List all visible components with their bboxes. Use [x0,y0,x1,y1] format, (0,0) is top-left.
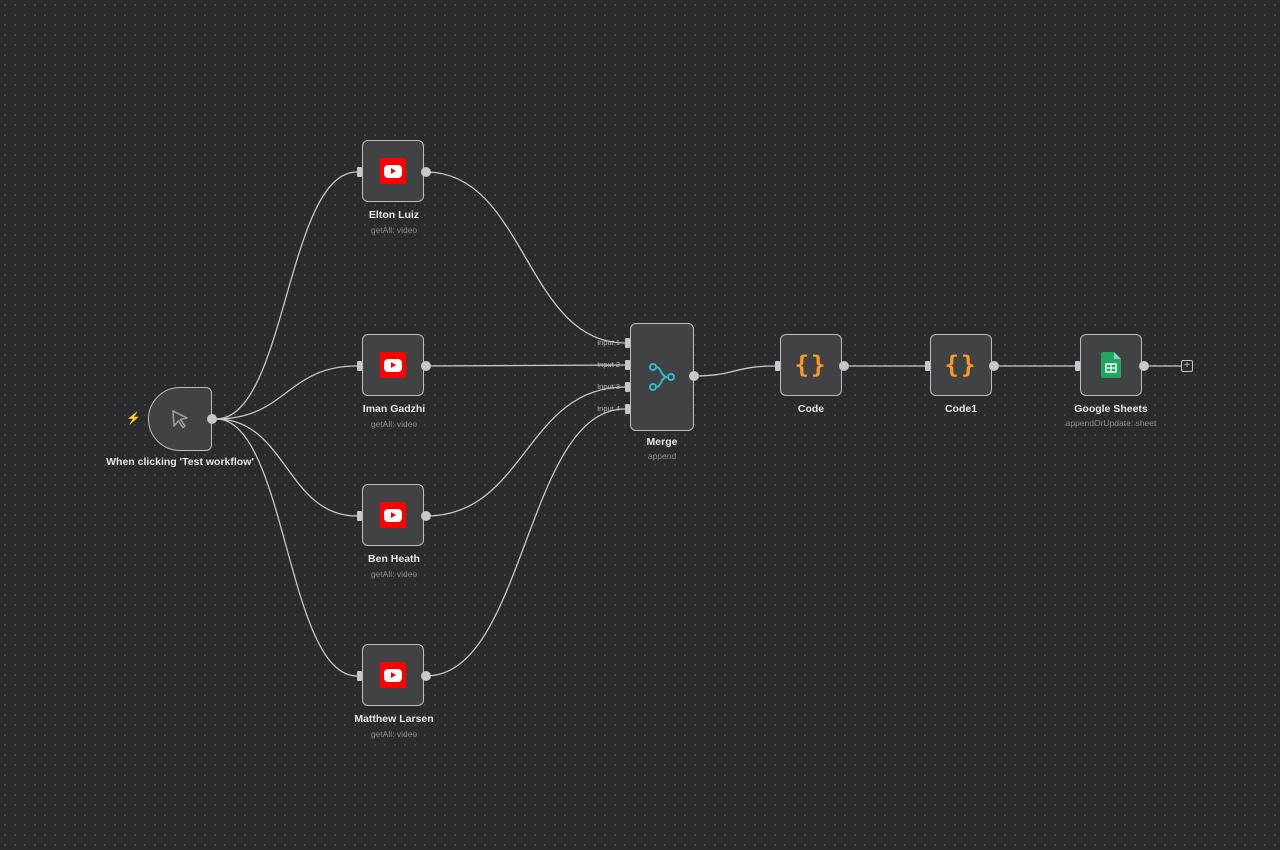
youtube-to-merge-edge[interactable] [425,386,626,517]
youtube-output-port[interactable] [421,167,431,177]
youtube-input-port[interactable] [357,671,362,681]
youtube-node-label: Matthew Larsen [354,713,434,725]
merge-input-label: Input 4 [597,404,620,413]
sheets-input-port[interactable] [1075,361,1080,371]
youtube-icon [380,352,406,378]
merge-input-port[interactable] [625,382,630,392]
youtube-node-subtitle: getAll: video [370,569,418,579]
merge-output-port[interactable] [689,371,699,381]
youtube-node-label: Iman Gadzhi [362,403,426,415]
youtube-output-port[interactable] [421,671,431,681]
youtube-output-port[interactable] [421,361,431,371]
youtube-to-merge-edge[interactable] [425,408,626,677]
trigger-to-youtube-edge[interactable] [215,418,358,517]
youtube-input-port[interactable] [357,511,362,521]
code1-input-port[interactable] [925,361,930,371]
google-sheets-icon [1101,352,1121,378]
merge-node[interactable] [630,323,694,431]
trigger-node[interactable] [148,387,212,451]
merge-input-port[interactable] [625,360,630,370]
trigger-output-port[interactable] [207,414,217,424]
merge-input-label: Input 1 [597,338,620,347]
youtube-icon [380,502,406,528]
youtube-icon [380,662,406,688]
lightning-icon: ⚡ [126,411,141,425]
merge-label: Merge [646,436,678,448]
merge-to-code-edge[interactable] [693,365,776,377]
code-input-port[interactable] [775,361,780,371]
code1-label: Code1 [944,403,978,415]
merge-subtitle: append [647,451,677,461]
youtube-node-subtitle: getAll: video [370,729,418,739]
code1-node[interactable]: {} [930,334,992,396]
youtube-node[interactable] [362,644,424,706]
trigger-label: When clicking 'Test workflow' [106,456,254,468]
youtube-to-merge-edge[interactable] [425,364,626,367]
trigger-to-youtube-edge[interactable] [215,171,358,420]
merge-input-port[interactable] [625,404,630,414]
trigger-to-youtube-edge[interactable] [215,365,358,420]
merge-input-port[interactable] [625,338,630,348]
add-node-button[interactable]: + [1181,360,1193,372]
code-braces-icon: {} [794,351,828,379]
code-output-port[interactable] [839,361,849,371]
code-braces-icon: {} [944,351,978,379]
youtube-node[interactable] [362,140,424,202]
merge-input-label: Input 2 [597,360,620,369]
merge-input-label: Input 3 [597,382,620,391]
sheets-output-port[interactable] [1139,361,1149,371]
youtube-input-port[interactable] [357,361,362,371]
cursor-icon [172,410,188,429]
youtube-node[interactable] [362,484,424,546]
youtube-output-port[interactable] [421,511,431,521]
code-node[interactable]: {} [780,334,842,396]
youtube-node-subtitle: getAll: video [370,419,418,429]
merge-icon [649,363,675,391]
youtube-node[interactable] [362,334,424,396]
youtube-icon [380,158,406,184]
youtube-to-merge-edge[interactable] [425,171,626,344]
youtube-input-port[interactable] [357,167,362,177]
code-label: Code [797,403,825,415]
sheets-subtitle: appendOrUpdate: sheet [1065,418,1157,428]
code1-output-port[interactable] [989,361,999,371]
youtube-node-subtitle: getAll: video [370,225,418,235]
sheets-label: Google Sheets [1074,403,1148,415]
trigger-to-youtube-edge[interactable] [215,418,358,677]
youtube-node-label: Elton Luiz [368,209,420,221]
youtube-node-label: Ben Heath [368,553,420,565]
google-sheets-node[interactable] [1080,334,1142,396]
